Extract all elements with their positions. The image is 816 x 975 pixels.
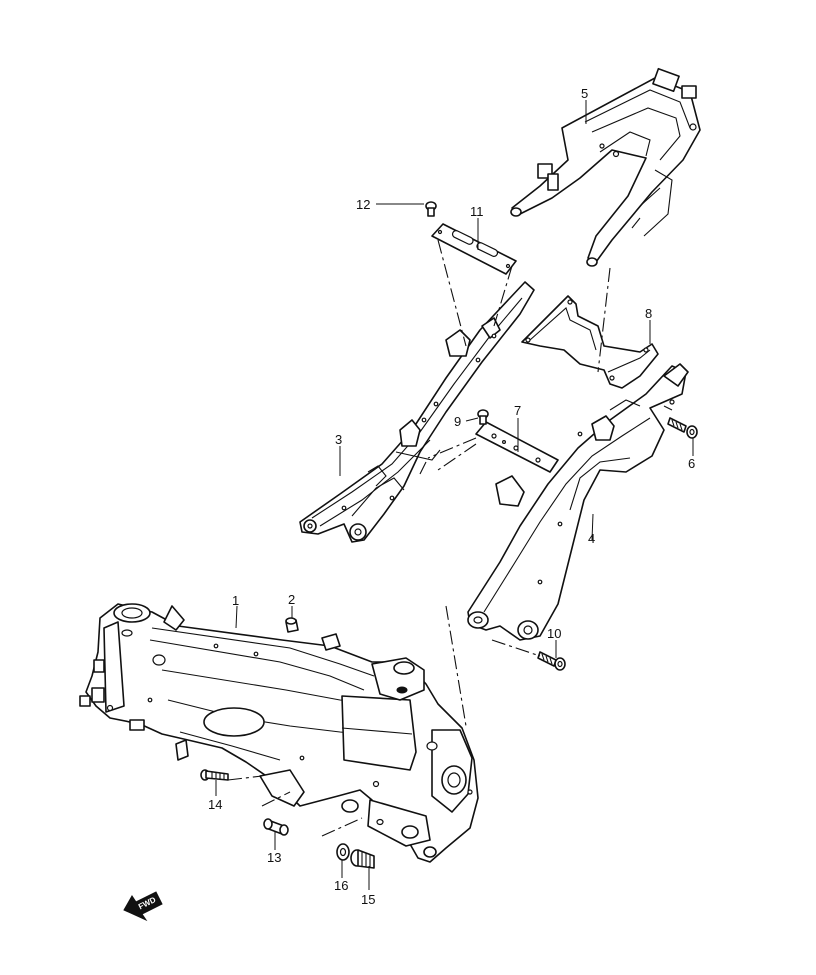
part-3-left-rail <box>299 281 535 543</box>
part-9-bolt <box>477 409 489 425</box>
callout-4: 4 <box>588 531 595 546</box>
part-10-bolt <box>537 651 566 671</box>
part-4-right-rail <box>467 363 689 641</box>
callout-15: 15 <box>361 892 375 907</box>
callout-1: 1 <box>232 593 239 608</box>
callout-7: 7 <box>514 403 521 418</box>
callout-16: 16 <box>334 878 348 893</box>
callout-8: 8 <box>645 306 652 321</box>
callout-13: 13 <box>267 850 281 865</box>
fwd-direction-badge: FWD <box>123 891 163 922</box>
part-11-plate <box>431 223 517 275</box>
part-16-washer <box>336 843 350 861</box>
callout-5: 5 <box>581 86 588 101</box>
callout-10: 10 <box>547 626 561 641</box>
part-8-bracket <box>521 295 659 389</box>
callout-9: 9 <box>454 414 461 429</box>
callout-labels: 1 2 3 4 5 6 7 8 9 10 11 12 13 14 15 16 <box>208 86 695 907</box>
part-12-bolt <box>425 201 437 217</box>
part-13-collar <box>263 818 289 836</box>
callout-3: 3 <box>335 432 342 447</box>
part-14-bolt <box>200 769 229 781</box>
part-6-bolt <box>667 417 698 439</box>
part-15-bolt <box>350 849 375 869</box>
assembly-lines <box>227 239 673 837</box>
part-2-cap <box>285 617 299 633</box>
part-7-plate <box>475 421 559 473</box>
callout-2: 2 <box>288 592 295 607</box>
callout-11: 11 <box>470 204 484 219</box>
leader-lines <box>215 100 694 890</box>
callout-6: 6 <box>688 456 695 471</box>
part-1-main-frame <box>79 603 479 863</box>
callout-12: 12 <box>356 197 370 212</box>
callout-14: 14 <box>208 797 222 812</box>
part-5-seat-rail <box>510 67 701 267</box>
